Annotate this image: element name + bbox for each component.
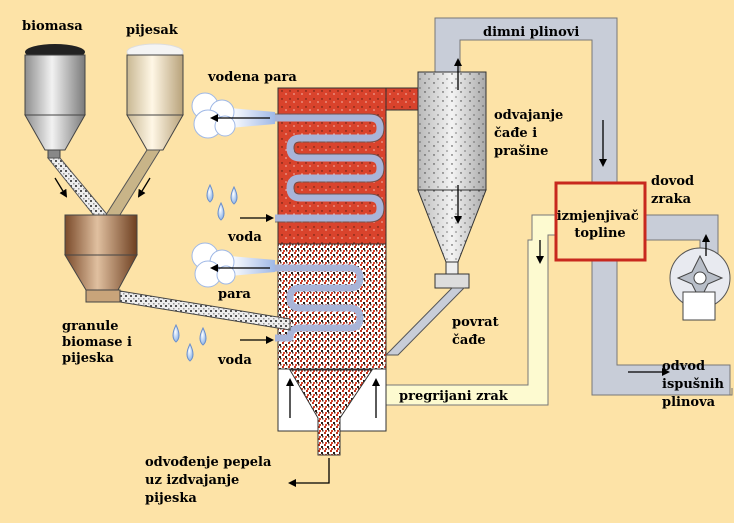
biomass-hopper xyxy=(24,44,86,159)
label-voda-bottom: voda xyxy=(217,353,252,368)
ash-outlet-funnel xyxy=(289,369,373,456)
label-odvajanje: odvajanje čađe i prašine xyxy=(494,108,568,159)
hot-air-duct xyxy=(379,214,557,406)
label-odvod: odvod ispušnih plinova xyxy=(662,359,729,410)
label-povrat: povrat čađe xyxy=(452,315,503,348)
sand-hopper xyxy=(126,43,184,151)
cyclone-separator xyxy=(417,71,487,289)
label-pregrijani-zrak: pregrijani zrak xyxy=(399,389,509,404)
label-izmjenjivac: izmjenjivač topline xyxy=(557,209,644,241)
mixing-hopper xyxy=(64,214,138,303)
label-vodena-para: vodena para xyxy=(207,70,297,85)
sand-chute xyxy=(103,149,161,219)
upper-heat-coil xyxy=(275,114,384,222)
steam-cloud-lower xyxy=(191,242,275,288)
heat-exchanger xyxy=(554,181,647,262)
label-biomasa: biomasa xyxy=(22,19,83,34)
screw-feeder xyxy=(119,290,291,331)
label-odvodjenje: odvođenje pepela uz izdvajanje pijeska xyxy=(145,455,276,506)
air-fan xyxy=(669,247,731,321)
label-dimni-plinovi: dimni plinovi xyxy=(483,25,579,40)
lower-heat-coil xyxy=(275,264,364,342)
label-para: para xyxy=(218,287,251,302)
water-drops-lower xyxy=(172,323,207,362)
label-pijesak: pijesak xyxy=(126,23,179,38)
label-granule: granule biomase i pijeska xyxy=(62,319,136,366)
return-pipe xyxy=(384,287,466,356)
steam-cloud-upper xyxy=(191,92,275,139)
label-dovod: dovod zraka xyxy=(651,174,699,207)
biomass-chute xyxy=(46,157,112,219)
label-voda-top: voda xyxy=(227,230,262,245)
water-drops-upper xyxy=(206,183,238,221)
flow-arrows xyxy=(54,58,710,487)
